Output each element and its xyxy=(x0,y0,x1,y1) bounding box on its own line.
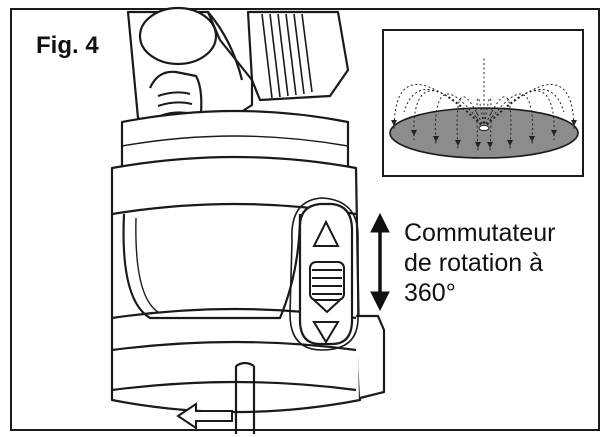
callout-line-3: 360° xyxy=(404,279,456,307)
figure-label: Fig. 4 xyxy=(36,32,99,59)
spray-nozzle xyxy=(478,125,490,131)
rotating-cylinder xyxy=(261,13,313,99)
spray-disc xyxy=(389,107,579,159)
spray-arrowheads xyxy=(391,120,577,148)
spray-arcs xyxy=(393,56,575,153)
down-triangle-icon xyxy=(312,321,340,344)
switch-slider xyxy=(309,261,345,314)
rotation-switch xyxy=(289,197,359,351)
spray-inset xyxy=(382,29,584,177)
left-arrow-icon xyxy=(176,402,233,430)
device-body xyxy=(110,6,386,434)
figure-frame xyxy=(10,8,600,431)
double-arrow-icon xyxy=(370,212,390,312)
up-triangle-icon xyxy=(312,219,340,247)
callout-line-2: de rotation à xyxy=(404,249,543,277)
callout-line-1: Commutateur xyxy=(404,219,556,247)
switch-callout: Commutateur de rotation à 360° xyxy=(404,218,555,308)
